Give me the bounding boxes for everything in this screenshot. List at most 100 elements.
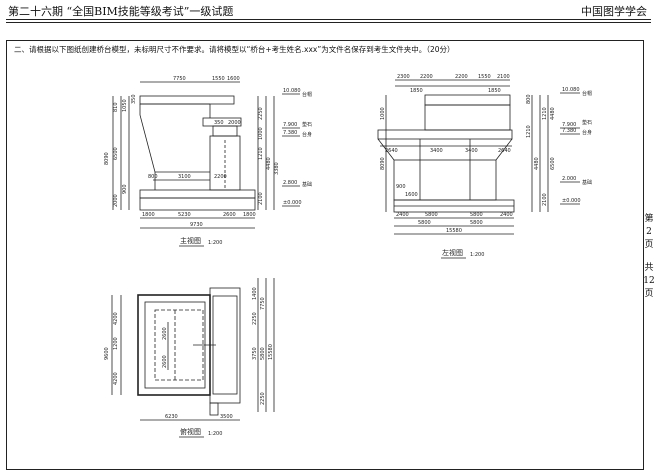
plan-view bbox=[111, 278, 275, 421]
side-bottom-dim: 5800 bbox=[470, 212, 483, 218]
side-bottom2-dim: 5800 bbox=[418, 220, 431, 226]
side-wing-slope-right bbox=[495, 138, 513, 161]
front-elevation: 10.080 bbox=[283, 88, 301, 94]
plan-right-dim: 2250 bbox=[260, 392, 266, 405]
plan-right-dim: 7750 bbox=[260, 297, 266, 310]
side-mid-dim: 2640 bbox=[385, 148, 398, 154]
header-rule-bottom bbox=[6, 22, 651, 23]
side-bottom-dim: 2400 bbox=[396, 212, 409, 218]
front-right-dim: 1000 bbox=[258, 127, 264, 140]
side-elevation: 7.380 bbox=[562, 128, 576, 134]
side-note: 台帽 bbox=[582, 90, 592, 97]
front-bottom-dim: 1800 bbox=[243, 212, 256, 218]
front-left-dim: 1050 bbox=[122, 99, 128, 112]
side-right-dim: 2100 bbox=[542, 193, 548, 206]
front-bearing bbox=[212, 125, 238, 137]
side-mid-dim: 3400 bbox=[465, 148, 478, 154]
plan-left-dim: 9600 bbox=[104, 347, 110, 360]
side-view-scale: 1:200 bbox=[470, 252, 484, 258]
front-elevation: 7.380 bbox=[283, 130, 297, 136]
plan-left-dim: 1200 bbox=[113, 337, 119, 350]
side-mid-dim: 3400 bbox=[430, 148, 443, 154]
front-elevation: 2.800 bbox=[283, 180, 297, 186]
front-right-dim: 3380 bbox=[274, 162, 280, 175]
side-elevation: 2.000 bbox=[562, 176, 576, 182]
front-view-title: 主视图 bbox=[180, 236, 201, 245]
front-right-dim: 4480 bbox=[266, 157, 272, 170]
side-view bbox=[377, 79, 580, 235]
front-right-dim: 2250 bbox=[258, 107, 264, 120]
side-right-dim: 1210 bbox=[526, 125, 532, 138]
plan-pier-inner bbox=[212, 295, 238, 395]
plan-pier bbox=[209, 287, 241, 404]
side-second-dim: 1850 bbox=[410, 88, 423, 94]
side-bottom-dim: 5800 bbox=[425, 212, 438, 218]
front-left-dim: 350 bbox=[131, 94, 137, 104]
side-right-dim: 800 bbox=[526, 94, 532, 104]
plan-inner-dim: 2600 bbox=[162, 355, 168, 368]
plan-hidden-body bbox=[154, 309, 204, 381]
side-bottom2-dim: 5800 bbox=[470, 220, 483, 226]
page-indicator: 第 2 页 共 12 页 bbox=[643, 213, 655, 301]
front-mid-dim: 3100 bbox=[178, 174, 191, 180]
side-right-dim: 6500 bbox=[550, 157, 556, 170]
side-top-dim: 2100 bbox=[497, 74, 510, 80]
page-char: 第 bbox=[644, 214, 654, 224]
front-elevation: ±0.000 bbox=[283, 200, 302, 206]
question-text: 二、请根据以下图纸创建桥台模型，未标明尺寸不作要求。请将模型以“桥台+考生姓名.… bbox=[14, 45, 455, 54]
front-inner-dim: 800 bbox=[148, 174, 158, 180]
front-foundation bbox=[139, 197, 256, 211]
front-left-dim: 2000 bbox=[113, 194, 119, 207]
side-right-dim: 4480 bbox=[550, 107, 556, 120]
question-frame bbox=[6, 40, 644, 470]
side-right-dim: 1210 bbox=[542, 107, 548, 120]
front-inner-dim: 2000 bbox=[228, 120, 241, 126]
header-rule-top bbox=[6, 19, 651, 20]
organization-name: 中国图学学会 bbox=[581, 5, 647, 18]
plan-inner-dim: 2600 bbox=[162, 327, 168, 340]
side-overall-dim: 15580 bbox=[446, 228, 462, 234]
front-left-dim: 8090 bbox=[104, 152, 110, 165]
side-note: 台身 bbox=[582, 129, 592, 136]
plan-right-dim: 15580 bbox=[268, 344, 274, 360]
side-wing bbox=[377, 129, 513, 140]
plan-bottom-dim: 6230 bbox=[165, 414, 178, 420]
plan-right-dim: 1400 bbox=[252, 287, 258, 300]
side-right-dim: 4480 bbox=[534, 157, 540, 170]
front-top-dim: 1550 bbox=[212, 76, 225, 82]
plan-right-dim: 5800 bbox=[260, 347, 266, 360]
side-note: 基础 bbox=[582, 179, 592, 186]
total-char: 共 bbox=[644, 263, 654, 273]
front-slanted-wall bbox=[139, 104, 156, 190]
page-char: 页 bbox=[644, 240, 654, 250]
total-char: 页 bbox=[644, 289, 654, 299]
front-bottom-dim: 5230 bbox=[178, 212, 191, 218]
side-cap bbox=[424, 94, 511, 106]
front-mid-dim: 2200 bbox=[214, 174, 227, 180]
side-top-dim: 2200 bbox=[420, 74, 433, 80]
plan-right-dim: 3750 bbox=[252, 347, 258, 360]
side-left-dim: 1000 bbox=[380, 107, 386, 120]
plan-left-dim: 4200 bbox=[113, 372, 119, 385]
front-note: 台帽 bbox=[302, 91, 312, 98]
side-bottom-dim: 2400 bbox=[500, 212, 513, 218]
side-top-dim: 2200 bbox=[455, 74, 468, 80]
front-left-dim: 900 bbox=[122, 184, 128, 194]
front-left-dim: 6500 bbox=[113, 147, 119, 160]
front-note: 垫石 bbox=[302, 121, 312, 128]
side-top-dim: 1550 bbox=[478, 74, 491, 80]
plan-left-dim: 4200 bbox=[113, 312, 119, 325]
side-note: 垫石 bbox=[582, 119, 592, 126]
page-number: 2 bbox=[646, 227, 652, 237]
front-bottom-dim: 2600 bbox=[223, 212, 236, 218]
front-top-dim: 7750 bbox=[173, 76, 186, 82]
front-top-dim: 1600 bbox=[227, 76, 240, 82]
front-left-dim: 810 bbox=[113, 102, 119, 112]
side-low-dim: 900 bbox=[396, 184, 406, 190]
plan-right-dim: 2250 bbox=[252, 312, 258, 325]
plan-bottom-dim: 3500 bbox=[220, 414, 233, 420]
front-right-dim: 2100 bbox=[258, 192, 264, 205]
exam-title: 第二十六期 “全国BIM技能等级考试”一级试题 bbox=[8, 5, 234, 18]
side-top-dim: 2300 bbox=[397, 74, 410, 80]
side-elevation: ±0.000 bbox=[562, 198, 581, 204]
